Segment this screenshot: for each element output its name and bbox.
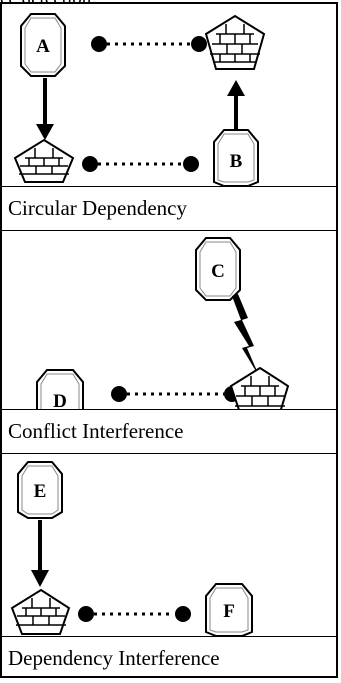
link-repo-f (78, 606, 191, 622)
caption-dependency-interference: Dependency Interference (2, 636, 336, 681)
node-e: E (17, 461, 63, 519)
conflict-interference-diagram: C D (36, 237, 290, 410)
node-d: D (36, 369, 84, 410)
caption-conflict-interference: Conflict Interference (2, 409, 336, 454)
panel-circular-dependency: A (2, 4, 336, 231)
repository-icon (229, 366, 290, 410)
node-b-label: B (230, 151, 243, 172)
lightning-bolt-icon (232, 294, 260, 378)
arrow-e-down (31, 520, 49, 587)
node-c: C (195, 237, 241, 301)
link-d-repo (111, 386, 240, 402)
node-d-label: D (53, 391, 67, 410)
node-a: A (20, 13, 66, 77)
panel-dependency-interference: E (2, 456, 336, 678)
node-c-label: C (211, 261, 225, 282)
node-f: F (205, 583, 253, 636)
caption-circular-dependency: Circular Dependency (2, 186, 336, 231)
top-caption-fragment: ce detection. (0, 0, 96, 10)
repository-icon-bottom-left (13, 138, 75, 183)
link-repo-b (82, 156, 199, 172)
node-a-label: A (36, 36, 50, 57)
circular-dependency-diagram: A (13, 13, 266, 186)
node-e-label: E (34, 481, 47, 502)
node-f-label: F (223, 601, 235, 622)
arrow-a-down (36, 78, 54, 140)
dependency-interference-diagram: E (10, 461, 253, 636)
panel-conflict-interference: C D (2, 230, 336, 455)
repository-icon-top-right (204, 14, 266, 70)
node-b: B (213, 129, 259, 186)
repository-icon (10, 588, 71, 635)
link-a-repo (91, 36, 207, 52)
